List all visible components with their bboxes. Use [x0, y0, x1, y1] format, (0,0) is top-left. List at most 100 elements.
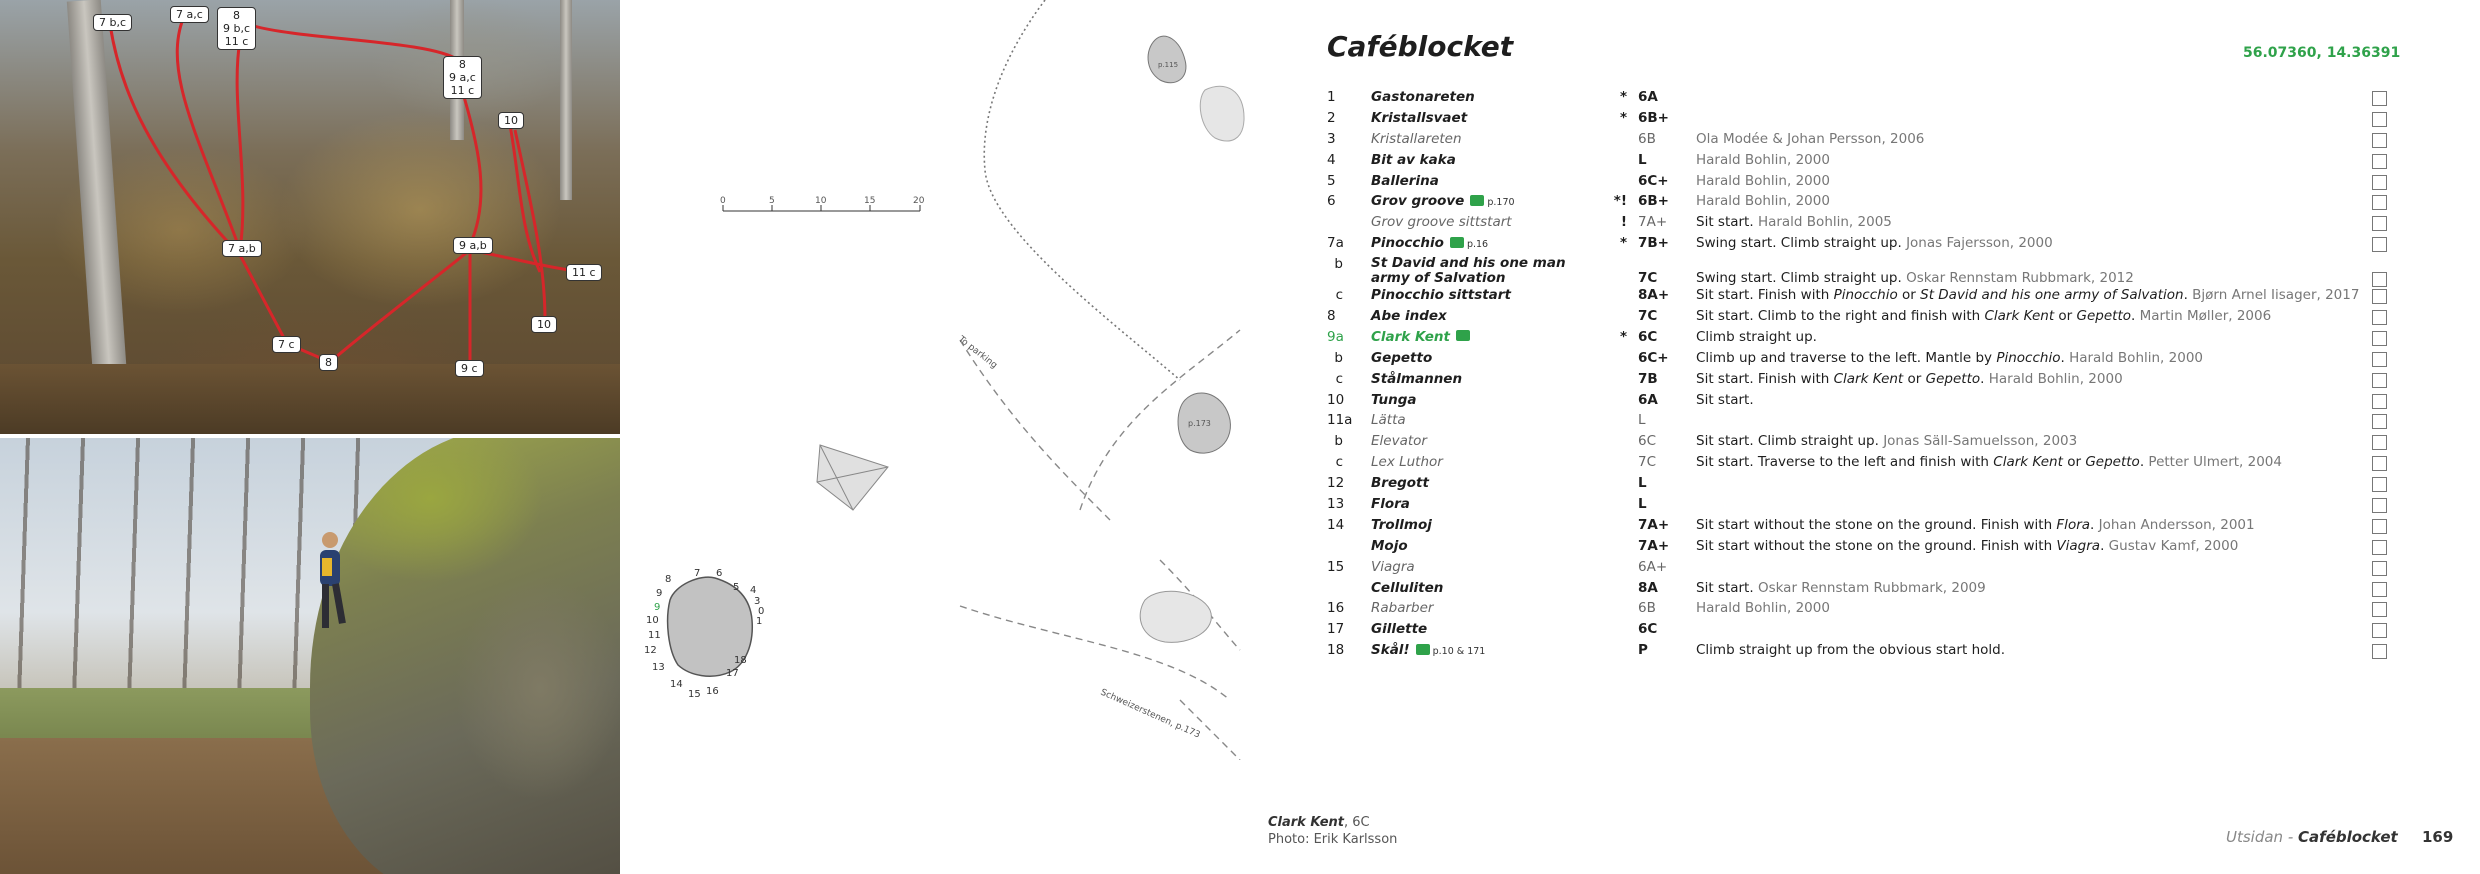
first-ascent: Petter Ulmert, 2004: [2148, 454, 2282, 471]
route-grade: 6C+: [1638, 172, 1669, 189]
route-rating: !: [1620, 214, 1627, 231]
route-label: 8 9 a,c 11 c: [443, 56, 482, 99]
tick-checkbox[interactable]: [2372, 623, 2387, 639]
route-name: Tunga: [1371, 392, 1596, 408]
boulder-problem-number: 7: [694, 568, 700, 579]
tick-checkbox[interactable]: [2372, 518, 2387, 534]
tick-checkbox[interactable]: [2372, 310, 2387, 326]
tick-checkbox[interactable]: [2372, 498, 2387, 514]
route-name-text: Gillette: [1371, 621, 1428, 638]
route-grade: 6C: [1638, 328, 1658, 345]
tick-checkbox[interactable]: [2372, 414, 2387, 430]
boulder-problem-number: 18: [734, 655, 747, 666]
forest-ground: [0, 364, 620, 434]
tick-checkbox[interactable]: [2372, 477, 2387, 493]
route-grade: 8A+: [1638, 287, 1670, 304]
boulder-page-ref: p.173: [1188, 419, 1211, 428]
route-description: Sit start. Finish with Pinocchio or St D…: [1696, 287, 2360, 304]
route-name: Trollmoj: [1371, 517, 1596, 533]
tick-checkbox[interactable]: [2372, 330, 2387, 346]
climber-figure: [320, 532, 346, 628]
route-number: 13: [1327, 496, 1345, 513]
route-number: 14: [1327, 516, 1345, 533]
first-ascent: Oskar Rennstam Rubbmark, 2012: [1906, 270, 2134, 287]
route-number: 6: [1327, 193, 1336, 210]
first-ascent: Jonas Fajersson, 2000: [1906, 235, 2053, 252]
first-ascent: Harald Bohlin, 2000: [1696, 172, 1830, 189]
route-label: 9 c: [455, 360, 484, 377]
first-ascent: Bjørn Arnel Iisager, 2017: [2192, 287, 2360, 304]
tick-checkbox[interactable]: [2372, 216, 2387, 232]
tick-checkbox[interactable]: [2372, 272, 2387, 288]
tick-checkbox[interactable]: [2372, 132, 2387, 148]
boulder-problem-number: 8: [665, 574, 671, 585]
first-ascent: Oskar Rennstam Rubbmark, 2009: [1757, 579, 1986, 596]
route-name-text: Kristallsvaet: [1371, 109, 1468, 126]
route-description: Sit start without the stone on the groun…: [1696, 516, 2255, 533]
boulder-problem-number: 3: [754, 596, 760, 607]
route-name: Elevator: [1371, 433, 1596, 449]
route-page-ref: p.10 & 171: [1432, 646, 1486, 658]
photo-credit: Photo: Erik Karlsson: [1268, 832, 1398, 847]
tick-checkbox[interactable]: [2372, 644, 2387, 660]
tick-checkbox[interactable]: [2372, 174, 2387, 190]
tick-checkbox[interactable]: [2372, 456, 2387, 472]
route-name: Abe index: [1371, 308, 1596, 324]
route-label: 7 a,b: [222, 240, 262, 257]
boulder-ridge: [816, 444, 889, 511]
tick-checkbox[interactable]: [2372, 581, 2387, 597]
camera-icon: [1455, 330, 1470, 342]
route-name: Lex Luthor: [1371, 454, 1596, 470]
route-grade: 6A: [1638, 391, 1658, 408]
boulder-shape: [1139, 590, 1212, 643]
tick-checkbox[interactable]: [2372, 602, 2387, 618]
tick-checkbox[interactable]: [2372, 153, 2387, 169]
tick-checkbox[interactable]: [2372, 111, 2387, 127]
tick-checkbox[interactable]: [2372, 237, 2387, 253]
route-variant-letter: b: [1334, 349, 1343, 366]
route-grade: 6B: [1638, 130, 1656, 147]
route-name: Bit av kaka: [1371, 152, 1596, 168]
route-name: St David and his one man army of Salvati…: [1371, 256, 1586, 286]
scale-tick-label: 10: [815, 196, 827, 206]
tick-checkbox[interactable]: [2372, 91, 2387, 106]
scale-tick-label: 15: [864, 196, 875, 206]
route-description: Ola Modée & Johan Persson, 2006: [1696, 131, 2376, 147]
route-description: Sit start. Climb straight up. Jonas Säll…: [1696, 433, 2078, 450]
route-grade: 6A+: [1638, 558, 1668, 575]
scale-tick-label: 20: [913, 196, 925, 206]
route-number: 9a: [1327, 328, 1344, 345]
route-grade: L: [1638, 151, 1647, 168]
route-grade: 7B+: [1638, 235, 1669, 252]
boulder-problem-number: 15: [688, 689, 701, 700]
tree-trunk: [560, 0, 572, 200]
route-grade: 6C+: [1638, 349, 1669, 366]
route-number: 10: [1327, 391, 1345, 408]
tick-checkbox[interactable]: [2372, 372, 2387, 388]
tick-checkbox[interactable]: [2372, 539, 2387, 555]
tick-checkbox[interactable]: [2372, 560, 2387, 576]
route-description: Climb up and traverse to the left. Mantl…: [1696, 349, 2203, 366]
route-number: 12: [1327, 475, 1345, 492]
first-ascent: Gustav Kamf, 2000: [2108, 537, 2239, 554]
tick-checkbox[interactable]: [2372, 435, 2387, 451]
tick-checkbox[interactable]: [2372, 393, 2387, 409]
tick-checkbox[interactable]: [2372, 195, 2387, 211]
route-name-text: Lätta: [1371, 412, 1406, 429]
first-ascent: Jonas Säll-Samuelsson, 2003: [1883, 433, 2078, 450]
route-number: 2: [1327, 109, 1336, 126]
scale-tick-label: 0: [720, 196, 726, 206]
tick-checkbox[interactable]: [2372, 289, 2387, 305]
tick-checkbox[interactable]: [2372, 351, 2387, 367]
